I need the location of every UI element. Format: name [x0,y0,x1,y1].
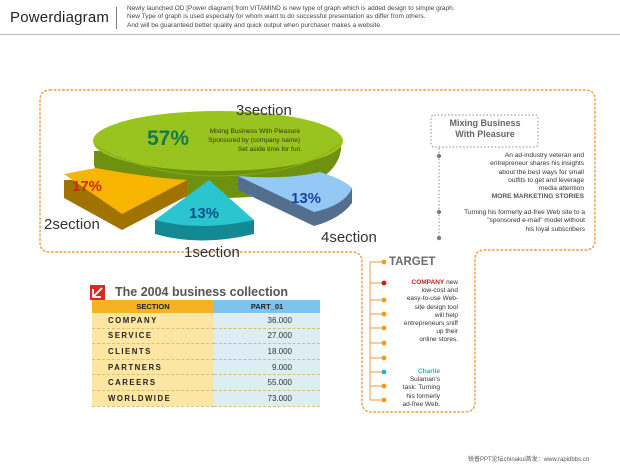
info-box-title-line: Mixing Business [449,118,521,128]
target-note-line: COMPANY new [388,279,458,287]
info-note-line: An ad-industry veteran and [504,152,584,159]
pie-caption-line: Set aside time for fun. [238,146,302,153]
target-note-1: COMPANY new low-cost and easy-to-use Web… [388,279,458,345]
target-note-line: easy-to-use Web- [406,295,458,303]
table-row: PARTNERS 9.000 [92,359,320,376]
section-name-3section: 3section [236,102,292,119]
info-note-line: Turning his formerly ad-free Web site to… [464,209,585,216]
info-note-line: about the best ways for small [498,168,584,176]
header-desc-line: Newly launched OD [Power diagram] from V… [127,5,455,12]
brand-title: Powerdiagram [10,9,110,26]
pie-slice-1section [155,180,254,241]
pie-slice-4section [238,172,352,226]
collection-arrow-icon [90,285,105,300]
info-bullet [436,209,442,215]
pie-percent-label-4section: 13% [291,190,321,207]
pie-percent-label-3section: 57% [147,127,189,150]
target-note-line: low-cost and [421,287,459,295]
target-note-text: new [444,279,458,286]
pie-percent-label-2section: 17% [72,178,102,195]
target-note-line: entrepreneurs sniff [403,320,458,328]
target-note-line: his formerly [406,392,440,400]
header: Powerdiagram Newly launched OD [Power di… [0,0,620,35]
section-name-2section: 2section [44,216,100,233]
target-title: TARGET [389,256,436,268]
target-connector [369,259,387,403]
target-note-highlight: Charlie [417,368,440,375]
target-note-line: task: Turning [402,384,440,392]
table-cell-section: PARTNERS [92,359,214,376]
info-note-line: outfits to get and leverage [508,176,584,184]
info-note-1: An ad-industry veteran and entrepreneur … [440,152,584,202]
table-cell-value: 36.000 [214,313,320,329]
table-cell-section: CLIENTS [92,343,214,360]
target-note-line: will help [434,311,458,319]
pie-slice-2section [64,168,187,230]
table-cell-value: 55.000 [214,374,320,391]
info-box-title: Mixing Business With Pleasure [434,118,536,140]
pie-caption-line: Sponsored by (company name) [208,137,300,144]
info-note-line: his loyal subscribers [525,225,585,233]
target-note-line: online stores. [419,336,458,344]
header-desc-line: And will be guaranteed better quality an… [127,21,382,29]
section-name-1section: 1section [184,244,240,261]
table-row: CLIENTS 18.000 [92,343,320,360]
table-cell-value: 9.000 [214,359,320,376]
table-row: CAREERS 55.000 [92,374,320,391]
info-box-title-line: With Pleasure [455,129,515,139]
table-cell-section: COMPANY [92,313,214,329]
table-cell-value: 27.000 [214,328,320,345]
target-note-line: site design tool [414,303,458,311]
section-name-4section: 4section [321,229,377,246]
table-cell-value: 18.000 [214,343,320,360]
info-bullet [436,153,442,159]
info-bullet [436,235,442,241]
table-cell-section: CAREERS [92,374,214,391]
target-note-line: ad-free Web. [402,400,440,408]
info-note-line: media attention [538,185,584,193]
pie-caption-line: Mixing Business With Pleasure [210,128,301,135]
info-box-frame [430,114,539,148]
table-cell-value: 73.000 [214,390,320,407]
table-row: COMPANY 36.000 [92,313,320,329]
table-header-part: PART_01 [214,300,320,313]
info-note-2: Turning his formerly ad-free Web site to… [440,209,585,234]
collection-title: The 2004 business collection [115,285,288,299]
svg-text:Mixing Business With Pleasure: Mixing Business With Pleasure Sponsored … [208,128,302,153]
header-desc-line: New Type of graph is used especially for… [127,13,426,21]
target-note-line: up their [436,328,458,336]
info-note-line: entrepreneur shares his insights [490,160,584,168]
table-cell-section: WORLDWIDE [92,390,214,407]
info-note-line: "sponsored e-mail" model without [487,217,585,225]
table-header-section: SECTION [92,300,214,313]
table-row: SERVICE 27.000 [92,328,320,345]
info-note-emphasis: MORE MARKETING STORIES [491,193,584,201]
collection-table: SECTION PART_01 COMPANY 36.000 SERVICE 2… [92,300,320,407]
target-note-highlight: COMPANY [411,279,445,286]
header-rule [0,34,620,35]
footer-credit: 锐普PPT论坛chinakui首发：www.rapidbbs.cn [468,457,590,463]
header-separator [116,7,117,29]
dotted-frame [39,89,596,413]
pie-percent-label-1section: 13% [189,205,219,222]
header-description: Newly launched OD [Power diagram] from V… [127,5,547,30]
table-row: WORLDWIDE 73.000 [92,390,320,407]
target-note-line: Sulaman's [409,376,440,384]
table-cell-section: SERVICE [92,328,214,345]
target-note-2: Charlie Sulaman's task: Turning his form… [388,368,440,409]
table-header-row: SECTION PART_01 [92,300,320,313]
